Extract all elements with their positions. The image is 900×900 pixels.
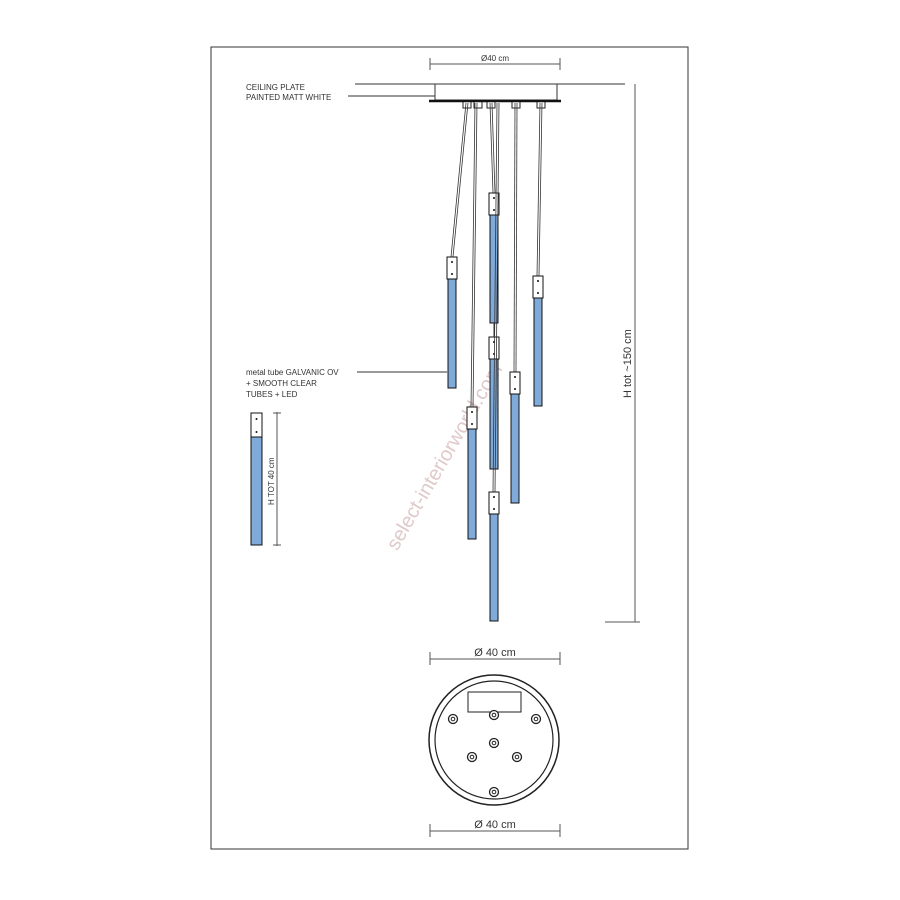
tube-cap bbox=[446, 256, 458, 280]
suspension-cable bbox=[470, 102, 476, 408]
led-tube bbox=[510, 393, 520, 504]
single-tube-cap bbox=[250, 412, 263, 438]
suspension-cable bbox=[472, 102, 478, 408]
led-tube bbox=[489, 513, 499, 622]
top-diameter-dimension bbox=[429, 58, 561, 70]
suspension-cable bbox=[450, 102, 467, 258]
cable-hole-icon bbox=[530, 713, 542, 725]
suspension-cable bbox=[538, 102, 543, 277]
led-tube bbox=[533, 297, 543, 407]
plate-outer-ring bbox=[428, 674, 560, 806]
single-height-label: H TOT 40 cm bbox=[267, 457, 276, 505]
cable-hole-icon bbox=[488, 786, 500, 798]
suspension-cable bbox=[452, 102, 469, 258]
cable-fixing-icon bbox=[473, 102, 483, 109]
cable-hole-icon bbox=[488, 709, 500, 721]
cable-hole-icon bbox=[447, 713, 459, 725]
cable-fixing-icon bbox=[486, 102, 496, 109]
plate-inner-ring bbox=[434, 680, 554, 800]
tube-cap bbox=[488, 491, 500, 515]
ceiling-plate bbox=[434, 83, 558, 101]
plan-diameter-bottom-label: Ø 40 cm bbox=[474, 819, 516, 831]
cable-hole-icon bbox=[488, 737, 500, 749]
cable-fixing-icon bbox=[511, 102, 521, 109]
single-tube bbox=[250, 436, 263, 546]
tube-label-1: metal tube GALVANIC OV bbox=[246, 368, 339, 377]
cable-holes bbox=[447, 709, 542, 798]
cable-fixing-icon bbox=[536, 102, 546, 109]
plan-diameter-top-dimension bbox=[429, 652, 561, 665]
pendants bbox=[446, 102, 546, 622]
tube-cap bbox=[532, 275, 544, 299]
led-tube bbox=[447, 278, 457, 389]
ceiling-plate-label-2: PAINTED MATT WHITE bbox=[246, 93, 331, 102]
suspension-cable bbox=[515, 102, 518, 373]
cable-hole-icon bbox=[511, 751, 523, 763]
total-height-label: H tot ~150 cm bbox=[622, 329, 634, 398]
top-diameter-label: Ø40 cm bbox=[481, 54, 509, 63]
total-height-dimension bbox=[605, 84, 640, 623]
plan-diameter-top-label: Ø 40 cm bbox=[474, 647, 516, 659]
drawing-frame bbox=[210, 46, 689, 850]
plan-diameter-bottom-dimension bbox=[429, 824, 561, 837]
watermark: select-interiorworld.com bbox=[382, 360, 507, 554]
suspension-cable bbox=[489, 102, 494, 194]
suspension-cable bbox=[513, 102, 516, 373]
canopy-box bbox=[467, 691, 522, 713]
suspension-cable bbox=[536, 102, 541, 277]
suspension-cable bbox=[491, 102, 496, 194]
led-tube bbox=[467, 428, 477, 540]
single-height-dimension bbox=[273, 412, 281, 546]
ceiling-plate-label-1: CEILING PLATE bbox=[246, 83, 305, 92]
tube-cap bbox=[488, 336, 500, 360]
cable-fixing-icon bbox=[462, 102, 472, 109]
cable-hole-icon bbox=[466, 751, 478, 763]
suspension-cable bbox=[492, 102, 498, 493]
suspension-cable bbox=[494, 102, 500, 493]
tube-cap bbox=[509, 371, 521, 395]
tube-label-3: TUBES + LED bbox=[246, 390, 298, 399]
tube-label-2: + SMOOTH CLEAR bbox=[246, 379, 317, 388]
tube-cap bbox=[466, 406, 478, 430]
